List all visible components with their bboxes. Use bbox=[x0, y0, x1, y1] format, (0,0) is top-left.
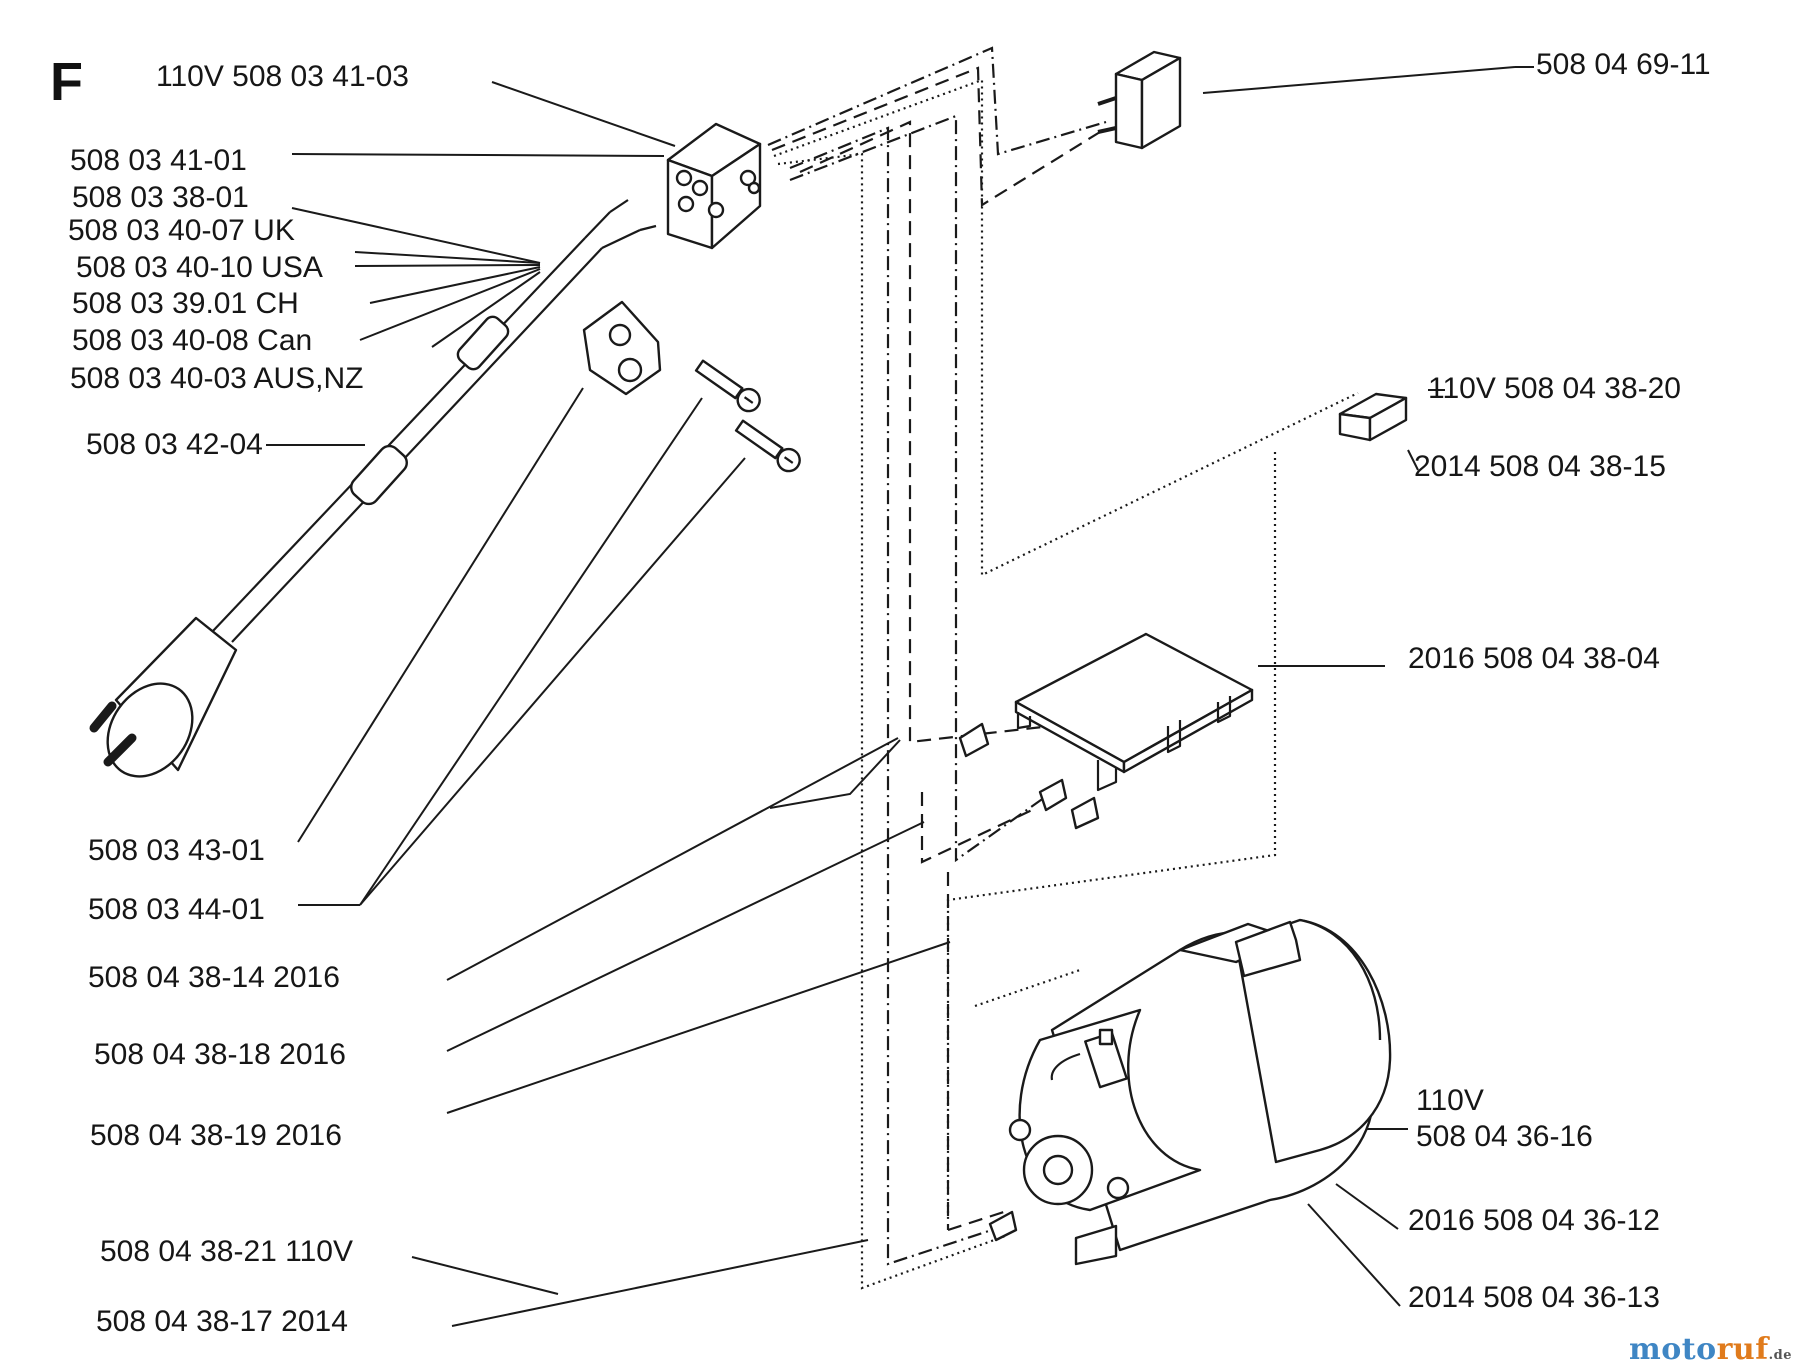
label-motor-110v: 110V bbox=[1416, 1084, 1484, 1117]
label-wire-38-18: 508 04 38-18 2016 bbox=[94, 1038, 346, 1071]
label-wire-38-19: 508 04 38-19 2016 bbox=[90, 1119, 342, 1152]
small-connector bbox=[1338, 392, 1408, 442]
watermark-suffix: .de bbox=[1768, 1348, 1792, 1363]
electronic-board bbox=[1014, 632, 1254, 792]
watermark-part2: ruf bbox=[1716, 1332, 1769, 1367]
label-electronic-board: 2016 508 04 38-04 bbox=[1408, 642, 1660, 675]
label-wire-38-14: 508 04 38-14 2016 bbox=[88, 961, 340, 994]
power-cord bbox=[89, 199, 657, 778]
label-terminal: 508 03 41-01 bbox=[70, 144, 247, 177]
label-wire-38-17: 508 04 38-17 2014 bbox=[96, 1305, 348, 1338]
label-plate: 508 03 43-01 bbox=[88, 834, 265, 867]
label-cord-aus-nz: 508 03 40-03 AUS,NZ bbox=[70, 362, 364, 395]
label-motor-2016: 2016 508 04 36-12 bbox=[1408, 1204, 1660, 1237]
screws bbox=[694, 359, 801, 473]
label-motor-110v-part: 508 04 36-16 bbox=[1416, 1120, 1593, 1153]
watermark-logo: motoruf.de bbox=[1629, 1332, 1792, 1367]
label-wire-38-21: 508 04 38-21 110V bbox=[100, 1235, 353, 1268]
label-connector-110v: 110V 508 04 38-20 bbox=[1428, 372, 1681, 405]
label-cord-usa: 508 03 40-10 USA bbox=[76, 251, 323, 284]
label-terminal-110v: 110V 508 03 41-03 bbox=[156, 60, 409, 93]
label-connector-2014: 2014 508 04 38-15 bbox=[1414, 450, 1666, 483]
mounting-plate bbox=[582, 300, 662, 396]
label-motor-2014: 2014 508 04 36-13 bbox=[1408, 1281, 1660, 1314]
label-cord-ch: 508 03 39.01 CH bbox=[72, 287, 299, 320]
label-strain-relief: 508 03 42-04 bbox=[86, 428, 263, 461]
label-cord-can: 508 03 40-08 Can bbox=[72, 324, 313, 357]
capacitor-box bbox=[1097, 50, 1182, 150]
label-screw: 508 03 44-01 bbox=[88, 893, 265, 926]
terminal-block bbox=[666, 122, 762, 250]
motor bbox=[1008, 918, 1392, 1266]
label-cord-uk: 508 03 40-07 UK bbox=[68, 214, 295, 247]
label-cord-generic: 508 03 38-01 bbox=[72, 181, 249, 214]
wiring-paths bbox=[767, 46, 1359, 1290]
label-capacitor: 508 04 69-11 bbox=[1536, 48, 1711, 81]
spade-connectors bbox=[958, 722, 1100, 1242]
leader-lines bbox=[266, 66, 1534, 1327]
section-letter: F bbox=[50, 52, 83, 112]
watermark-part1: moto bbox=[1628, 1332, 1717, 1367]
